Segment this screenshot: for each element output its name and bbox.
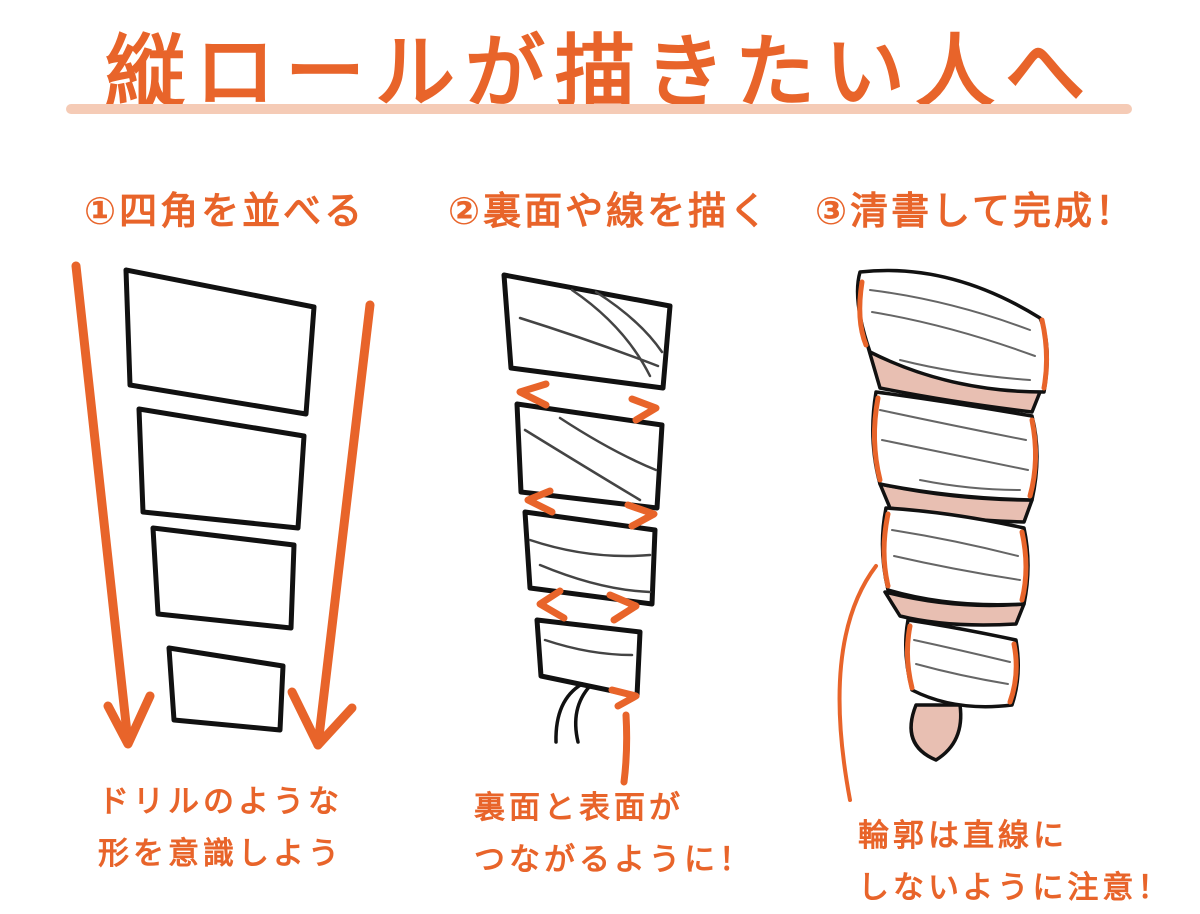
square-2 xyxy=(136,406,307,531)
left-arrow-shaft xyxy=(71,261,133,747)
left-arrow-head xyxy=(103,691,155,749)
note-3-line-1: 輪郭は直線に xyxy=(858,818,1068,854)
panel-1-arrows xyxy=(71,261,375,750)
note-2-line-1: 裏面と表面が xyxy=(474,790,684,826)
panel-2-boxes xyxy=(501,272,673,699)
panel-3-strands xyxy=(869,289,1036,685)
note-1-line-2: 形を意識しよう xyxy=(98,836,343,872)
page-title: 縦ロールが描きたい人へ xyxy=(105,26,1095,119)
box-4 xyxy=(534,617,643,699)
square-3 xyxy=(150,525,297,631)
square-4 xyxy=(166,645,286,733)
panel-2-hatching xyxy=(518,288,664,657)
panel-1-squares xyxy=(123,267,317,733)
panel-2-tail xyxy=(554,682,592,744)
step-2-label: ②裏面や線を描く xyxy=(448,189,771,233)
box-2 xyxy=(514,401,665,511)
note-1: ドリルのような 形を意識しよう xyxy=(98,776,343,880)
band-3 xyxy=(880,506,1030,607)
step-3-label: ③清書して完成！ xyxy=(815,189,1137,233)
box-3 xyxy=(522,509,658,607)
step-1-label: ①四角を並べる xyxy=(84,189,366,233)
band-4 xyxy=(904,618,1020,709)
panel-2-pointer xyxy=(620,711,631,786)
right-arrow-shaft xyxy=(313,300,375,750)
note-1-line-1: ドリルのような xyxy=(98,784,343,820)
panel-3-outline-highlights xyxy=(837,279,1050,802)
note-3: 輪郭は直線に しないように注意！ xyxy=(858,810,1172,914)
title-underline xyxy=(66,104,1132,114)
tail-tip xyxy=(909,703,963,762)
right-arrow-head xyxy=(287,687,357,750)
panel-2-connectors xyxy=(516,380,660,786)
square-1 xyxy=(123,267,317,417)
box-1 xyxy=(501,272,673,391)
note-3-line-2: しないように注意！ xyxy=(858,870,1173,906)
note-2: 裏面と表面が つながるように！ xyxy=(474,782,754,886)
panel-3-pointer xyxy=(837,564,878,802)
note-2-line-2: つながるように！ xyxy=(474,842,754,878)
